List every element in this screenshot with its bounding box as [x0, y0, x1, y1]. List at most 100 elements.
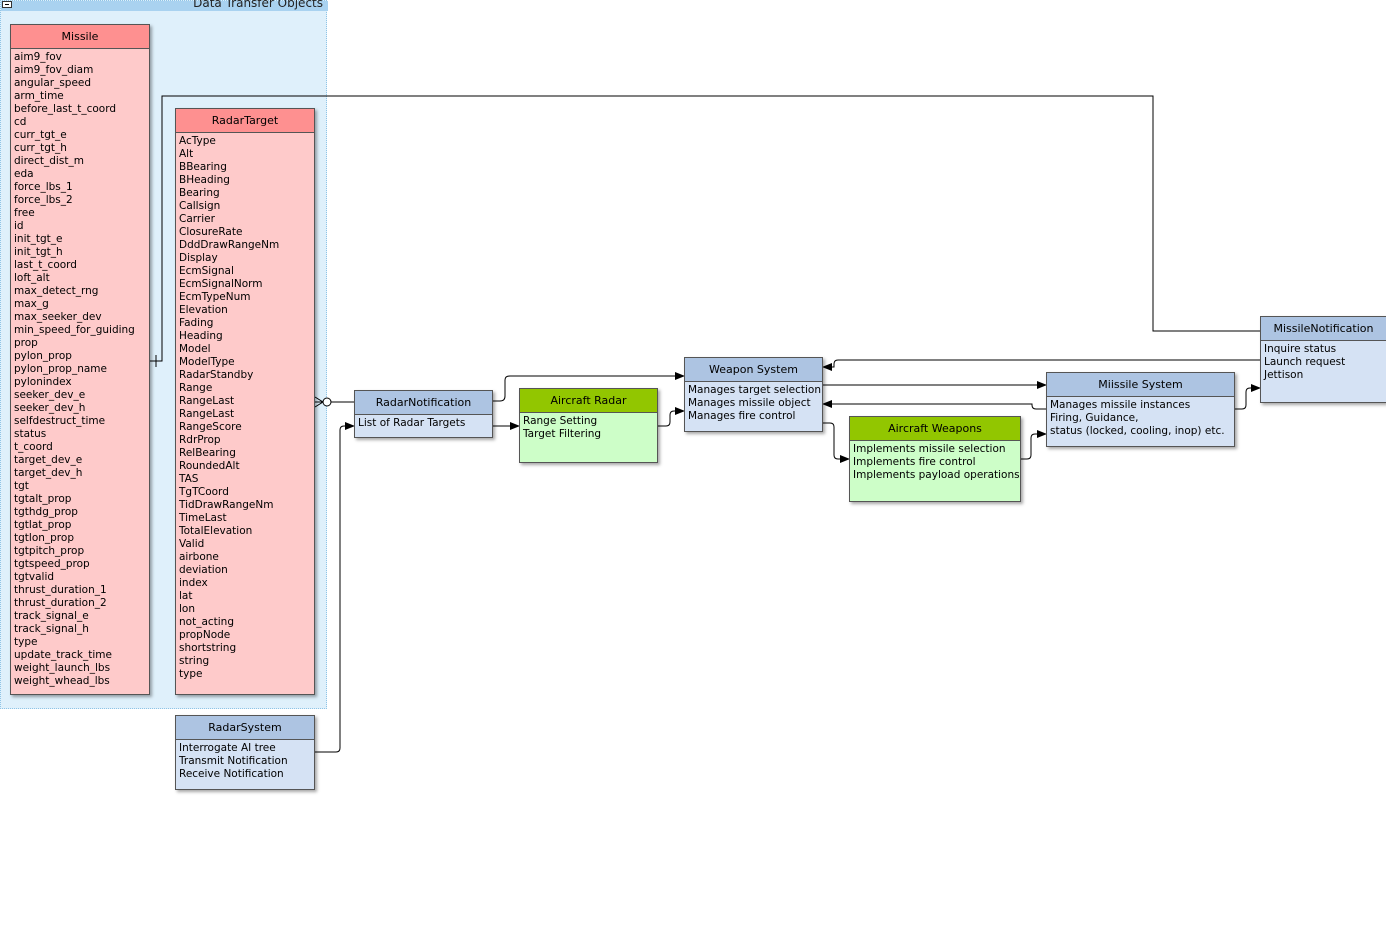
entity-attribute: Implements fire control: [853, 456, 976, 468]
entity-attribute: target_dev_e: [14, 454, 83, 466]
entity-attribute: force_lbs_1: [14, 181, 73, 193]
dto-group-title: Data Transfer Objects: [193, 0, 323, 10]
link-weaponsystem-aircraftweapons: [823, 422, 850, 463]
entity-attribute: shortstring: [179, 642, 237, 654]
entity-attribute: Model: [179, 343, 211, 355]
entity-attribute: Range: [179, 382, 213, 394]
entity-attribute: Range Setting: [523, 415, 598, 427]
entity-attribute: Valid: [179, 538, 205, 550]
link-aircraftweapons-missilesystem: [1021, 430, 1047, 460]
entity-attribute: EcmSignal: [179, 265, 234, 277]
entity-attribute: Interrogate AI tree: [179, 742, 276, 754]
entity-attribute: Transmit Notification: [179, 755, 288, 767]
entity-aircraft-radar-title: Aircraft Radar: [520, 389, 657, 413]
entity-attribute: pylonindex: [14, 376, 72, 388]
entity-attribute: Heading: [179, 330, 223, 342]
entity-attribute: selfdestruct_time: [14, 415, 106, 427]
entity-attribute: tgt: [14, 480, 29, 492]
entity-attribute: TAS: [179, 473, 199, 485]
entity-attribute: angular_speed: [14, 77, 92, 89]
entity-radar-notification-title: RadarNotification: [355, 391, 492, 415]
entity-attribute: tgtalt_prop: [14, 493, 72, 505]
entity-attribute: weight_launch_lbs: [14, 662, 111, 674]
entity-attribute: Bearing: [179, 187, 220, 199]
entity-attribute: force_lbs_2: [14, 194, 73, 206]
entity-attribute: Launch request: [1264, 356, 1346, 368]
entity-attribute: BBearing: [179, 161, 227, 173]
optional-circle-icon: [322, 397, 332, 407]
entity-attribute: thrust_duration_1: [14, 584, 107, 596]
entity-attribute: track_signal_h: [14, 623, 89, 635]
entity-attribute: Elevation: [179, 304, 228, 316]
entity-attribute: tgtlat_prop: [14, 519, 72, 531]
entity-attribute: DddDrawRangeNm: [179, 239, 280, 251]
entity-radar-system-title: RadarSystem: [176, 716, 314, 740]
entity-attribute: id: [14, 220, 24, 232]
link-missilenotification-weaponsystem: [822, 359, 1260, 371]
entity-attribute: RdrProp: [179, 434, 221, 446]
link-missilesystem-weaponsystem: [822, 400, 1046, 410]
entity-attribute: ClosureRate: [179, 226, 243, 238]
entity-attribute: RangeLast: [179, 408, 235, 420]
entity-attribute: Implements missile selection: [853, 443, 1006, 455]
entity-attribute: string: [179, 655, 210, 667]
entity-attribute: TidDrawRangeNm: [179, 499, 274, 511]
entity-radar-notification[interactable]: RadarNotification List of Radar Targets: [354, 390, 493, 438]
link-radarnotification-weaponsystem: [493, 372, 685, 402]
entity-attribute: target_dev_h: [14, 467, 83, 479]
entity-aircraft-weapons[interactable]: Aircraft Weapons Implements missile sele…: [849, 416, 1021, 502]
entity-attribute: not_acting: [179, 616, 235, 628]
entity-attribute: cd: [14, 116, 27, 128]
entity-attribute: loft_alt: [14, 272, 50, 284]
entity-attribute: Manages missile instances: [1050, 399, 1191, 411]
entity-attribute: status (locked, cooling, inop) etc.: [1050, 425, 1225, 437]
entity-attribute: weight_whead_lbs: [14, 675, 110, 687]
entity-attribute: lon: [179, 603, 195, 615]
entity-attribute: Receive Notification: [179, 768, 284, 780]
entity-attribute: Implements payload operations: [853, 469, 1020, 481]
entity-attribute: thrust_duration_2: [14, 597, 107, 609]
entity-attribute: tgtspeed_prop: [14, 558, 90, 570]
entity-attribute: RelBearing: [179, 447, 236, 459]
link-missile-missilenotification: [150, 95, 1260, 362]
entity-missile-system[interactable]: Miissile System Manages missile instance…: [1046, 372, 1235, 447]
entity-radar-notification-body: List of Radar Targets: [355, 415, 492, 432]
collapse-icon[interactable]: [2, 1, 12, 8]
entity-attribute: Target Filtering: [523, 428, 602, 440]
entity-attribute: init_tgt_h: [14, 246, 63, 258]
entity-attribute: max_g: [14, 298, 49, 310]
entity-attribute: lat: [179, 590, 193, 602]
entity-attribute: EcmSignalNorm: [179, 278, 263, 290]
entity-attribute: tgtvalid: [14, 571, 55, 583]
link-aircraftradar-weaponsystem: [658, 407, 685, 427]
entity-attribute: t_coord: [14, 441, 53, 453]
entity-missile-notification-title: MissileNotification: [1261, 317, 1386, 341]
entity-attribute: RadarStandby: [179, 369, 254, 381]
entity-attribute: min_speed_for_guiding: [14, 324, 135, 336]
entity-aircraft-weapons-title: Aircraft Weapons: [850, 417, 1020, 441]
entity-attribute: direct_dist_m: [14, 155, 84, 167]
entity-attribute: Carrier: [179, 213, 215, 225]
entity-missile-system-title: Miissile System: [1047, 373, 1234, 397]
entity-attribute: pylon_prop: [14, 350, 72, 362]
entity-attribute: index: [179, 577, 208, 589]
entity-attribute: max_detect_rng: [14, 285, 99, 297]
entity-missile-title: Missile: [11, 25, 149, 49]
entity-attribute: before_last_t_coord: [14, 103, 117, 115]
entity-attribute: Display: [179, 252, 218, 264]
entity-attribute: BHeading: [179, 174, 230, 186]
entity-attribute: ModelType: [179, 356, 235, 368]
entity-attribute: tgthdg_prop: [14, 506, 78, 518]
